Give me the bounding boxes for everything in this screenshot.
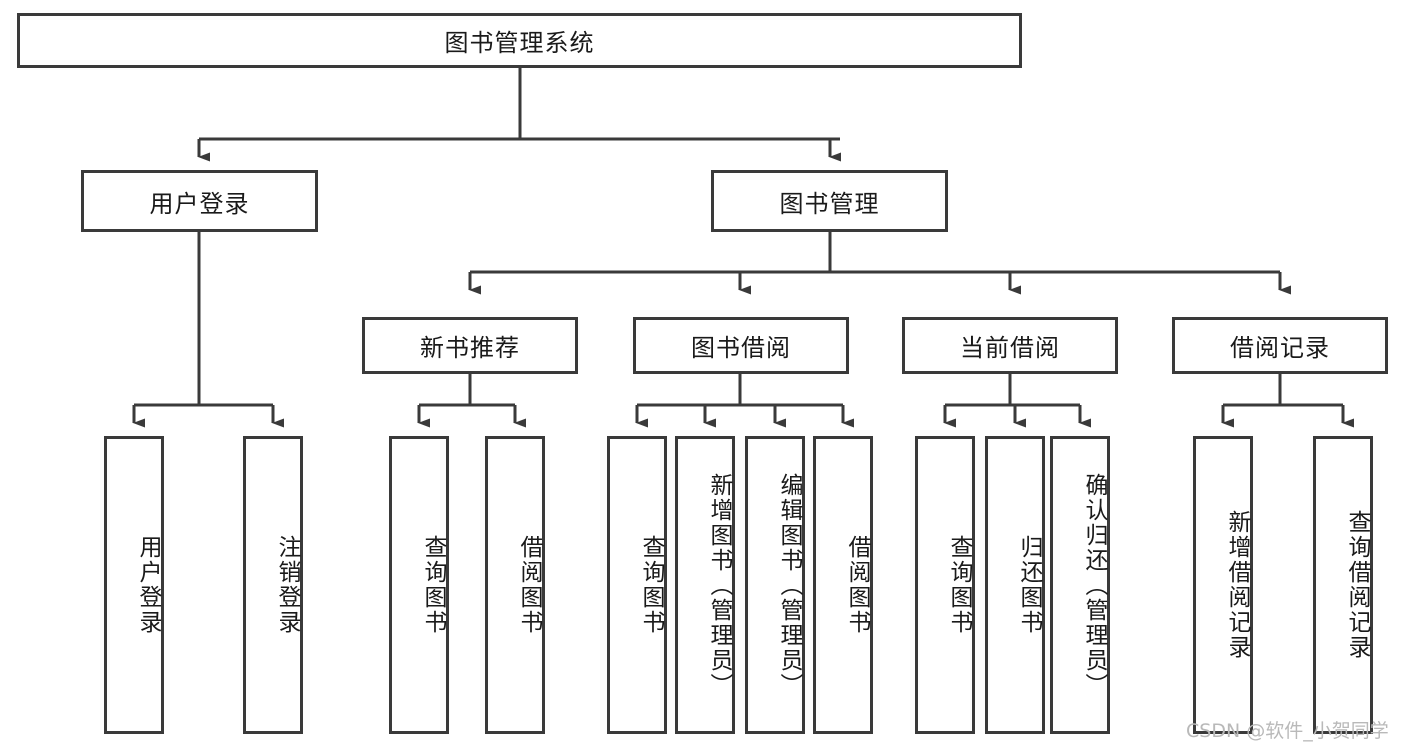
node-leaf-user-login[interactable]: 用户登录 <box>104 436 164 734</box>
node-label: 图书借阅 <box>691 334 791 362</box>
node-leaf-borrow-book-2[interactable]: 借阅图书 <box>813 436 873 734</box>
node-new-book-recommend[interactable]: 新书推荐 <box>362 317 578 374</box>
csdn-watermark: CSDN @软件_小贺同学 <box>1186 720 1389 742</box>
node-label: 编辑图书（管理员） <box>776 472 802 698</box>
node-label: 新增图书（管理员） <box>706 472 732 698</box>
node-root-book-management-system[interactable]: 图书管理系统 <box>17 13 1022 68</box>
node-leaf-return-book[interactable]: 归还图书 <box>985 436 1045 734</box>
node-borrow-record[interactable]: 借阅记录 <box>1172 317 1388 374</box>
node-label: 用户登录 <box>149 189 250 218</box>
node-label: 图书管理系统 <box>444 29 595 57</box>
node-leaf-query-book-1[interactable]: 查询图书 <box>389 436 449 734</box>
node-label: 借阅图书 <box>516 535 542 635</box>
node-label: 借阅记录 <box>1230 334 1330 362</box>
node-label: 查询图书 <box>638 535 664 635</box>
node-label: 注销登录 <box>274 535 300 635</box>
node-label: 归还图书 <box>1016 535 1042 635</box>
node-leaf-add-record[interactable]: 新增借阅记录 <box>1193 436 1253 734</box>
node-label: 借阅图书 <box>844 535 870 635</box>
node-label: 当前借阅 <box>960 334 1060 362</box>
node-leaf-query-record[interactable]: 查询借阅记录 <box>1313 436 1373 734</box>
node-leaf-edit-book[interactable]: 编辑图书（管理员） <box>745 436 805 734</box>
node-leaf-borrow-book-1[interactable]: 借阅图书 <box>485 436 545 734</box>
node-label: 用户登录 <box>135 535 161 635</box>
node-leaf-confirm-return[interactable]: 确认归还（管理员） <box>1050 436 1110 734</box>
node-leaf-query-book-2[interactable]: 查询图书 <box>607 436 667 734</box>
node-label: 查询图书 <box>946 535 972 635</box>
node-current-borrow[interactable]: 当前借阅 <box>902 317 1118 374</box>
node-book-borrow[interactable]: 图书借阅 <box>633 317 849 374</box>
node-label: 查询借阅记录 <box>1344 510 1370 660</box>
node-leaf-logout-login[interactable]: 注销登录 <box>243 436 303 734</box>
node-label: 查询图书 <box>420 535 446 635</box>
node-user-login[interactable]: 用户登录 <box>81 170 318 232</box>
node-label: 确认归还（管理员） <box>1081 472 1107 698</box>
node-label: 新增借阅记录 <box>1224 510 1250 660</box>
node-label: 图书管理 <box>779 189 880 218</box>
node-leaf-query-book-3[interactable]: 查询图书 <box>915 436 975 734</box>
node-book-management[interactable]: 图书管理 <box>711 170 948 232</box>
node-leaf-add-book[interactable]: 新增图书（管理员） <box>675 436 735 734</box>
node-label: 新书推荐 <box>420 334 520 362</box>
